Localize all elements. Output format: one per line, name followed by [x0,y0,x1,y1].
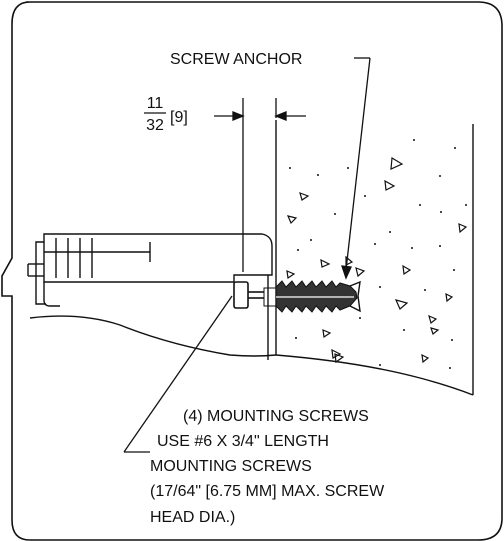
gap-metric: [9] [170,109,188,126]
floor-break-line [29,315,277,357]
gap-dimension [214,98,306,272]
concrete-wall [275,120,474,396]
mounting-screws-leader [123,295,233,453]
gap-numerator: 11 [147,95,164,112]
screw-head [233,281,264,309]
screw-anchor-leader [341,57,371,280]
device-body [27,233,273,360]
gap-denominator: 32 [146,117,164,134]
note-line-1: (4) MOUNTING SCREWS [183,408,369,425]
note-line-5: HEAD DIA.) [150,509,235,526]
concrete-aggregate [286,156,468,364]
note-line-4: (17/64" [6.75 MM] MAX. SCREW [150,483,385,500]
note-line-3: MOUNTING SCREWS [150,458,312,475]
mounting-screws-note: (4) MOUNTING SCREWS USE #6 X 3/4" LENGTH… [150,408,385,526]
gap-label: 11 32 [9] [144,95,188,134]
note-line-2: USE #6 X 3/4" LENGTH [157,433,329,450]
concrete-dots [289,139,467,369]
screw-anchor-label: SCREW ANCHOR [170,51,302,68]
screw-anchor [263,280,361,313]
